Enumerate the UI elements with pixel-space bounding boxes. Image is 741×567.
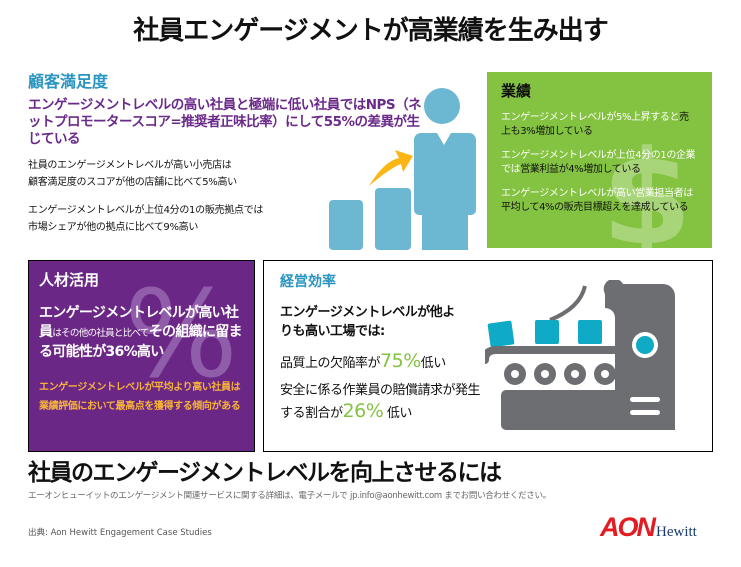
- customer-satisfaction-lead: エンゲージメントレベルの高い社員と極端に低い社員ではNPS（ネットプロモータース…: [28, 97, 422, 147]
- item-text: 売上も3%増加している: [501, 112, 689, 137]
- talent-lead: エンゲージメントレベルが高い社員はその他の社員と比べてその組織に留まる可能性が3…: [39, 304, 244, 362]
- operations-point-2: 安全に係る作業員の賠償請求が発生する割合が26% 低い: [280, 380, 481, 424]
- text: 低い: [420, 356, 447, 371]
- item-text: 平均して4%の販売目標超えを達成している: [501, 202, 689, 213]
- source-citation: 出典: Aon Hewitt Engagement Case Studies: [28, 528, 212, 538]
- item-highlight: エンゲージメントレベルが高い営業担当者は: [501, 188, 693, 199]
- performance-panel: $ 業績 エンゲージメントレベルが5%上昇すると売上も3%増加している エンゲー…: [487, 72, 712, 248]
- talent-sub: エンゲージメントレベルが平均より高い社員は業績評価において最高点を獲得する傾向が…: [39, 382, 241, 412]
- item-highlight: エンゲージメントレベルが上位4分の1の企業では: [501, 150, 696, 175]
- stat-value: 26%: [342, 400, 384, 422]
- text-line: 顧客満足度のスコアが他の店舗に比べて5%高い: [28, 177, 237, 188]
- customer-satisfaction-point-1: 社員のエンゲージメントレベルが高い小売店は 顧客満足度のスコアが他の店舗に比べて…: [28, 157, 237, 191]
- factory-conveyor-icon: [485, 280, 675, 430]
- lead-text: その組織に留まる可能性が36%高い: [39, 324, 243, 360]
- bottom-heading: 社員のエンゲージメントレベルを向上させるには: [28, 460, 502, 486]
- performance-item: エンゲージメントレベルが高い営業担当者は平均して4%の販売目標超えを達成している: [501, 187, 698, 215]
- logo-hewitt: Hewitt: [656, 524, 697, 540]
- text-line: エンゲージメントレベルが上位4分の1の販売拠点では: [28, 205, 264, 216]
- lead-text-small: はその他の社員と比べて: [52, 328, 149, 339]
- item-highlight: エンゲージメントレベルが5%上昇すると: [501, 112, 680, 123]
- talent-panel: % 人材活用 エンゲージメントレベルが高い社員はその他の社員と比べてその組織に留…: [28, 260, 255, 452]
- operations-panel: 経営効率 エンゲージメントレベルが他よりも高い工場では: 品質上の欠陥率が75%…: [263, 260, 713, 452]
- talent-heading: 人材活用: [39, 271, 100, 289]
- growth-person-icon: [329, 88, 476, 250]
- stat-value: 75%: [380, 350, 421, 372]
- percent-icon: %: [124, 266, 239, 405]
- customer-satisfaction-point-2: エンゲージメントレベルが上位4分の1の販売拠点では 市場シェアが他の拠点に比べて…: [28, 202, 263, 236]
- item-text: 営業利益が4%増加している: [520, 164, 641, 175]
- performance-item: エンゲージメントレベルが5%上昇すると売上も3%増加している: [501, 111, 698, 139]
- logo-aon: AON: [600, 512, 656, 542]
- text: 低い: [383, 406, 413, 421]
- page-title: 社員エンゲージメントが高業績を生み出す: [133, 16, 608, 46]
- customer-satisfaction-heading: 顧客満足度: [28, 72, 109, 91]
- text: 品質上の欠陥率が: [280, 356, 381, 371]
- text-line: 社員のエンゲージメントレベルが高い小売店は: [28, 160, 232, 171]
- performance-item: エンゲージメントレベルが上位4分の1の企業では営業利益が4%増加している: [501, 149, 698, 177]
- text-line: 市場シェアが他の拠点に比べて9%高い: [28, 222, 199, 233]
- operations-heading: 経営効率: [280, 274, 336, 290]
- dollar-icon: $: [601, 122, 692, 248]
- operations-point-1: 品質上の欠陥率が75%低い: [280, 351, 696, 374]
- text: 安全に係る作業員の賠償請求が発生する割合が: [280, 383, 481, 421]
- performance-heading: 業績: [501, 82, 532, 100]
- lead-text: エンゲージメントレベルが高い社員: [39, 305, 239, 340]
- operations-lead: エンゲージメントレベルが他よりも高い工場では:: [280, 305, 455, 339]
- contact-note: エーオンヒューイットのエンゲージメント関連サービスに関する詳細は、電子メールで …: [28, 491, 551, 501]
